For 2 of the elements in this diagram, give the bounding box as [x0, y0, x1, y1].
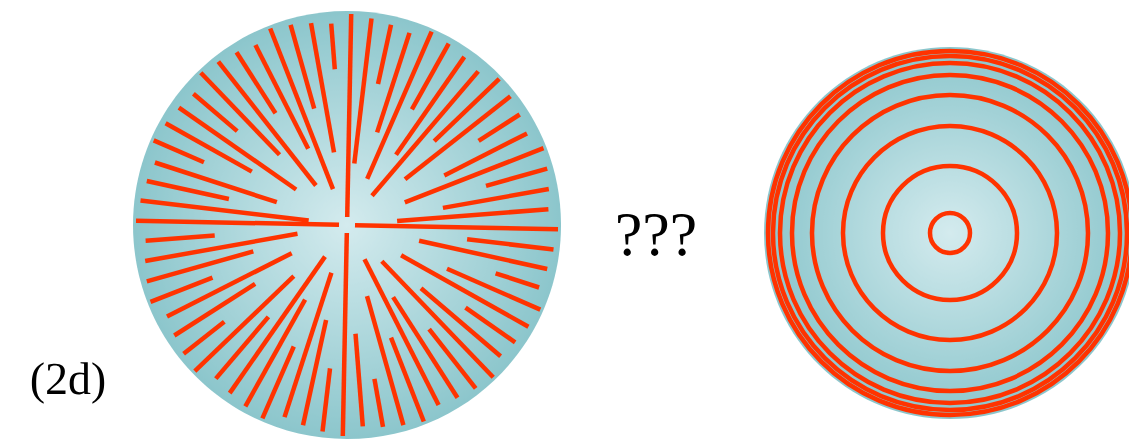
text-label: ???	[618, 214, 695, 256]
text-label: (2d)	[31, 362, 105, 404]
